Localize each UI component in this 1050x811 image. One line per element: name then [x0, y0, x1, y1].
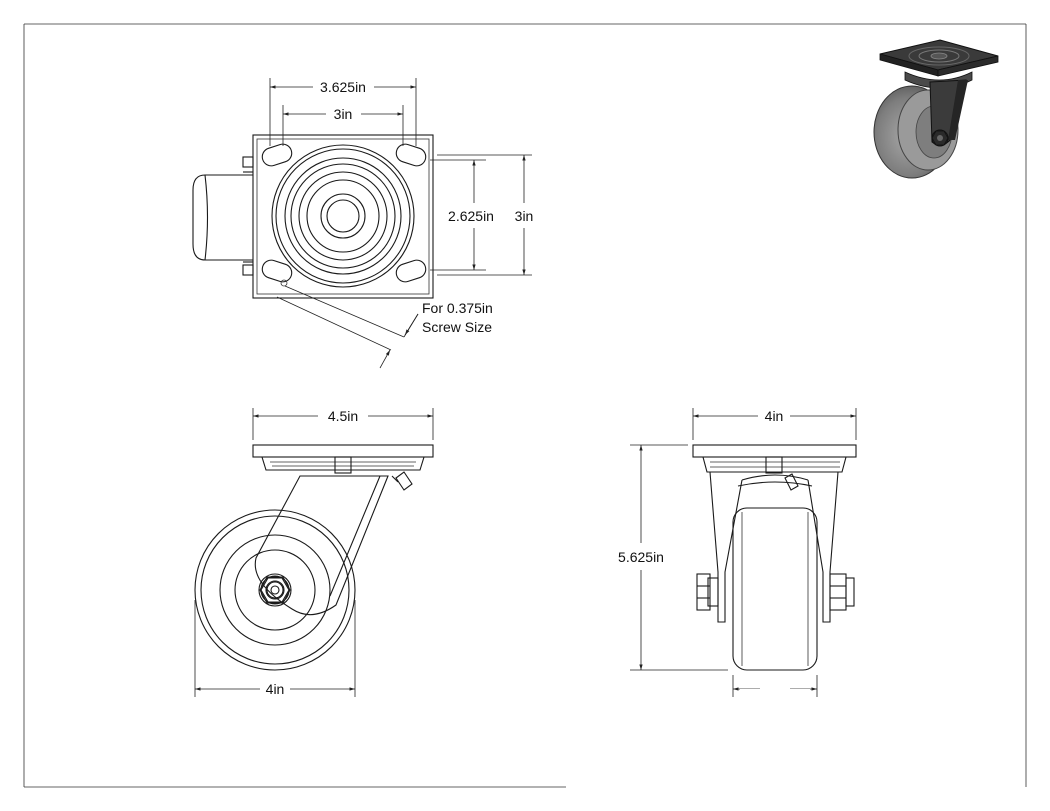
front-view: 4in 5.625in 2in: [618, 408, 857, 703]
dim-top-bolt-spacing-length: 3in: [334, 106, 353, 122]
screw-size-note-line2: Screw Size: [422, 319, 492, 335]
dim-front-overall-height: 5.625in: [618, 549, 664, 565]
front-wheel: [732, 507, 818, 671]
bolt-slot: [261, 143, 427, 283]
dim-side-wheel-diameter: 4in: [266, 681, 285, 697]
isometric-caster-image: [873, 39, 999, 179]
dim-top-plate-length: 3.625in: [320, 79, 366, 95]
text-mask: [740, 689, 810, 703]
raceway-rings: [271, 144, 415, 288]
drawing-border: [23, 23, 1027, 788]
dim-top-bolt-spacing-width: 2.625in: [448, 208, 494, 224]
top-view: 3.625in 3in 2.625in 3in For 0.375in Scre…: [192, 78, 534, 369]
side-view: 4.5in 4in: [194, 408, 434, 697]
dim-top-plate-width: 3in: [515, 208, 534, 224]
side-wheel: [194, 509, 356, 671]
dim-front-plate-width: 4in: [765, 408, 784, 424]
screw-size-note-line1: For 0.375in: [422, 300, 493, 316]
dim-side-plate-length: 4.5in: [328, 408, 358, 424]
